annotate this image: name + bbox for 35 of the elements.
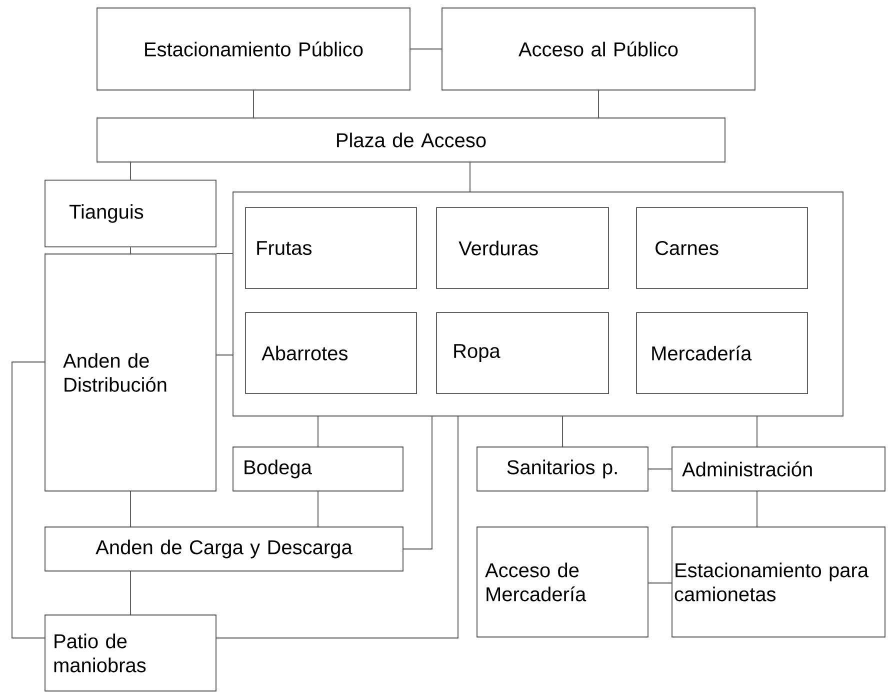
connector-line: [410, 48, 442, 50]
connector-line: [648, 582, 672, 584]
section-box: Abarrotes: [245, 312, 417, 394]
connector-line: [216, 416, 458, 638]
process-box: Plaza de Acceso: [96, 118, 726, 162]
process-box: Anden de Distribución: [44, 254, 216, 492]
connector-line: [130, 491, 131, 527]
process-box: Estacionamiento para camionetas: [672, 526, 886, 638]
process-box: Acceso al Público: [442, 8, 756, 90]
process-box: Sanitarios p.: [476, 446, 648, 492]
connector-line: [562, 416, 563, 447]
connector-line: [648, 468, 672, 470]
connector-line: [403, 416, 432, 550]
process-box: Tianguis: [44, 180, 216, 248]
connector-line: [130, 162, 131, 180]
connector-line: [253, 90, 254, 118]
process-box: Estacionamiento Público: [96, 8, 410, 90]
process-box: Patio de maniobras: [44, 614, 216, 692]
connector-line: [130, 246, 131, 254]
process-box: Administración: [672, 446, 886, 492]
section-box: Ropa: [436, 312, 609, 394]
connector-line: [756, 416, 758, 447]
process-box: Bodega: [232, 446, 404, 492]
connector-line: [598, 90, 599, 118]
section-box: Verduras: [436, 207, 609, 289]
connector-line: [12, 362, 45, 638]
connector-line: [216, 354, 233, 356]
process-box: Acceso de Mercadería: [476, 526, 648, 638]
connector-line: [216, 253, 233, 254]
section-box: Frutas: [245, 207, 417, 289]
section-box: Mercadería: [636, 312, 808, 394]
section-box: Carnes: [636, 207, 808, 289]
process-box: Anden de Carga y Descarga: [44, 526, 404, 572]
connector-line: [130, 571, 131, 615]
connector-line: [756, 491, 758, 527]
